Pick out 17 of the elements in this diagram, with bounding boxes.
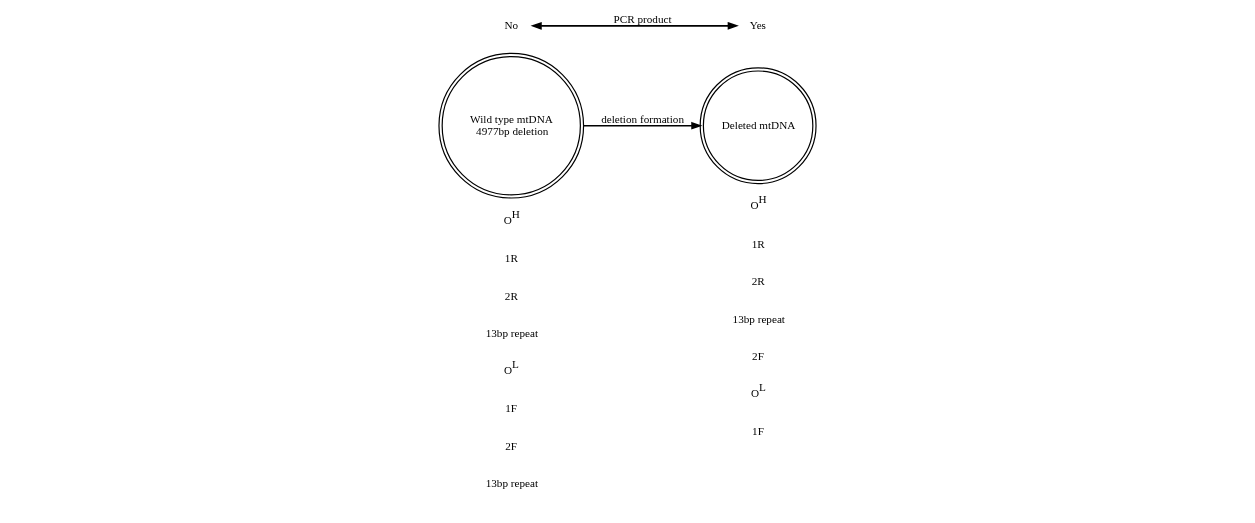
label: 1F bbox=[752, 425, 764, 438]
label: 1R bbox=[504, 252, 518, 265]
label: 2F bbox=[505, 439, 518, 452]
arrow bbox=[582, 121, 703, 130]
edge-label: PCR product bbox=[613, 12, 672, 25]
label: 2F bbox=[752, 350, 764, 363]
label: 1R bbox=[751, 237, 765, 250]
label: 13bp repeat bbox=[732, 312, 785, 325]
arrow bbox=[530, 21, 739, 30]
label: 1F bbox=[505, 402, 518, 415]
node-text: Yes bbox=[749, 18, 766, 31]
label: 2R bbox=[751, 275, 765, 288]
node-text: No bbox=[504, 18, 519, 31]
label: 13bp repeat bbox=[485, 327, 539, 340]
edge-label: deletion formation bbox=[601, 112, 684, 125]
label: 13bp repeat bbox=[485, 477, 539, 490]
label: 2R bbox=[504, 289, 518, 302]
